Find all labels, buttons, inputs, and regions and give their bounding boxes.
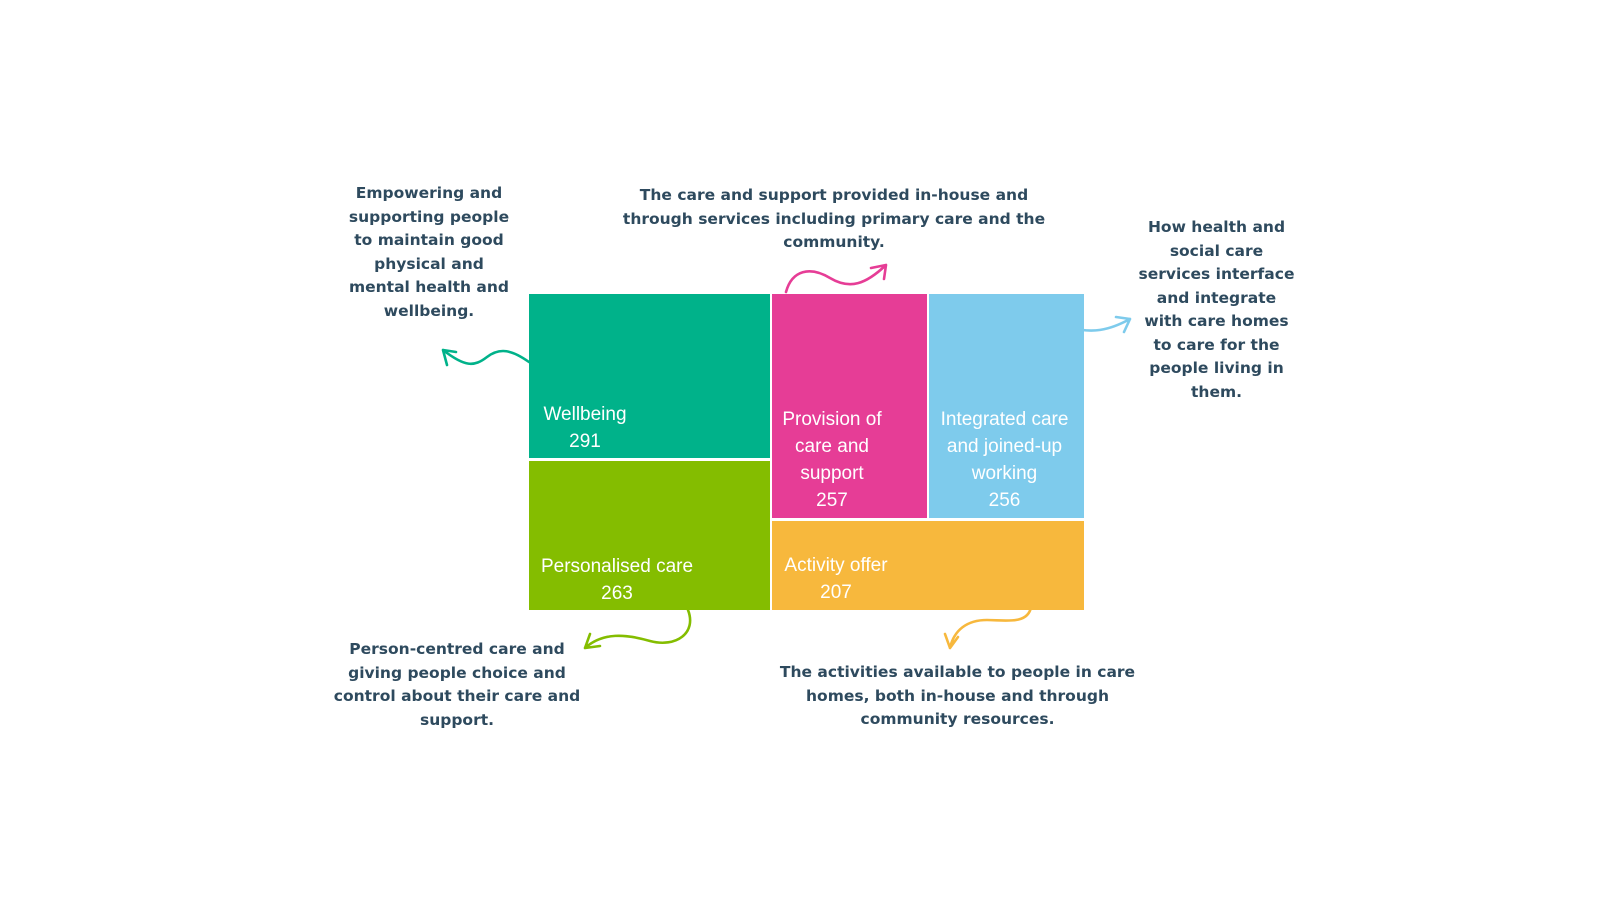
annotation-activity: The activities available to people in ca… [779,663,1136,728]
tile-label-activity-offer: Activity offer [784,555,888,576]
tile-wellbeing: Wellbeing 291 [529,294,770,458]
tile-label-personalised-care: Personalised care [540,556,694,577]
tile-value-activity-offer: 207 [820,582,852,603]
tile-label-wellbeing: Wellbeing [543,404,627,425]
tile-integrated-care: Integrated care and joined-up working 25… [929,294,1084,518]
annotation-provision: The care and support provided in-house a… [622,186,1046,251]
tile-personalised-care: Personalised care 263 [529,461,770,610]
arrow-wellbeing [441,348,531,367]
tile-value-personalised-care: 263 [601,583,633,604]
tile-label-provision-of-care-and-support: Provision of care and support [782,409,882,484]
annotation-wellbeing: Empowering and supporting people to main… [348,184,510,320]
tile-provision-of-care-and-support: Provision of care and support 257 [772,294,927,518]
arrow-activity [943,605,1033,650]
tile-value-integrated-care: 256 [988,490,1021,511]
tile-value-provision-of-care-and-support: 257 [816,490,848,511]
arrow-personalised [583,608,692,650]
tile-value-wellbeing: 291 [569,431,601,452]
tile-activity-offer: Activity offer 207 [772,521,1084,610]
arrow-provision [784,263,888,294]
tile-label-integrated-care: Integrated care and joined-up working [940,409,1069,484]
annotation-personalised: Person-centred care and giving people ch… [333,640,581,729]
annotation-integrated: How health and social care services inte… [1138,218,1295,401]
arrow-integrated [1026,315,1132,373]
